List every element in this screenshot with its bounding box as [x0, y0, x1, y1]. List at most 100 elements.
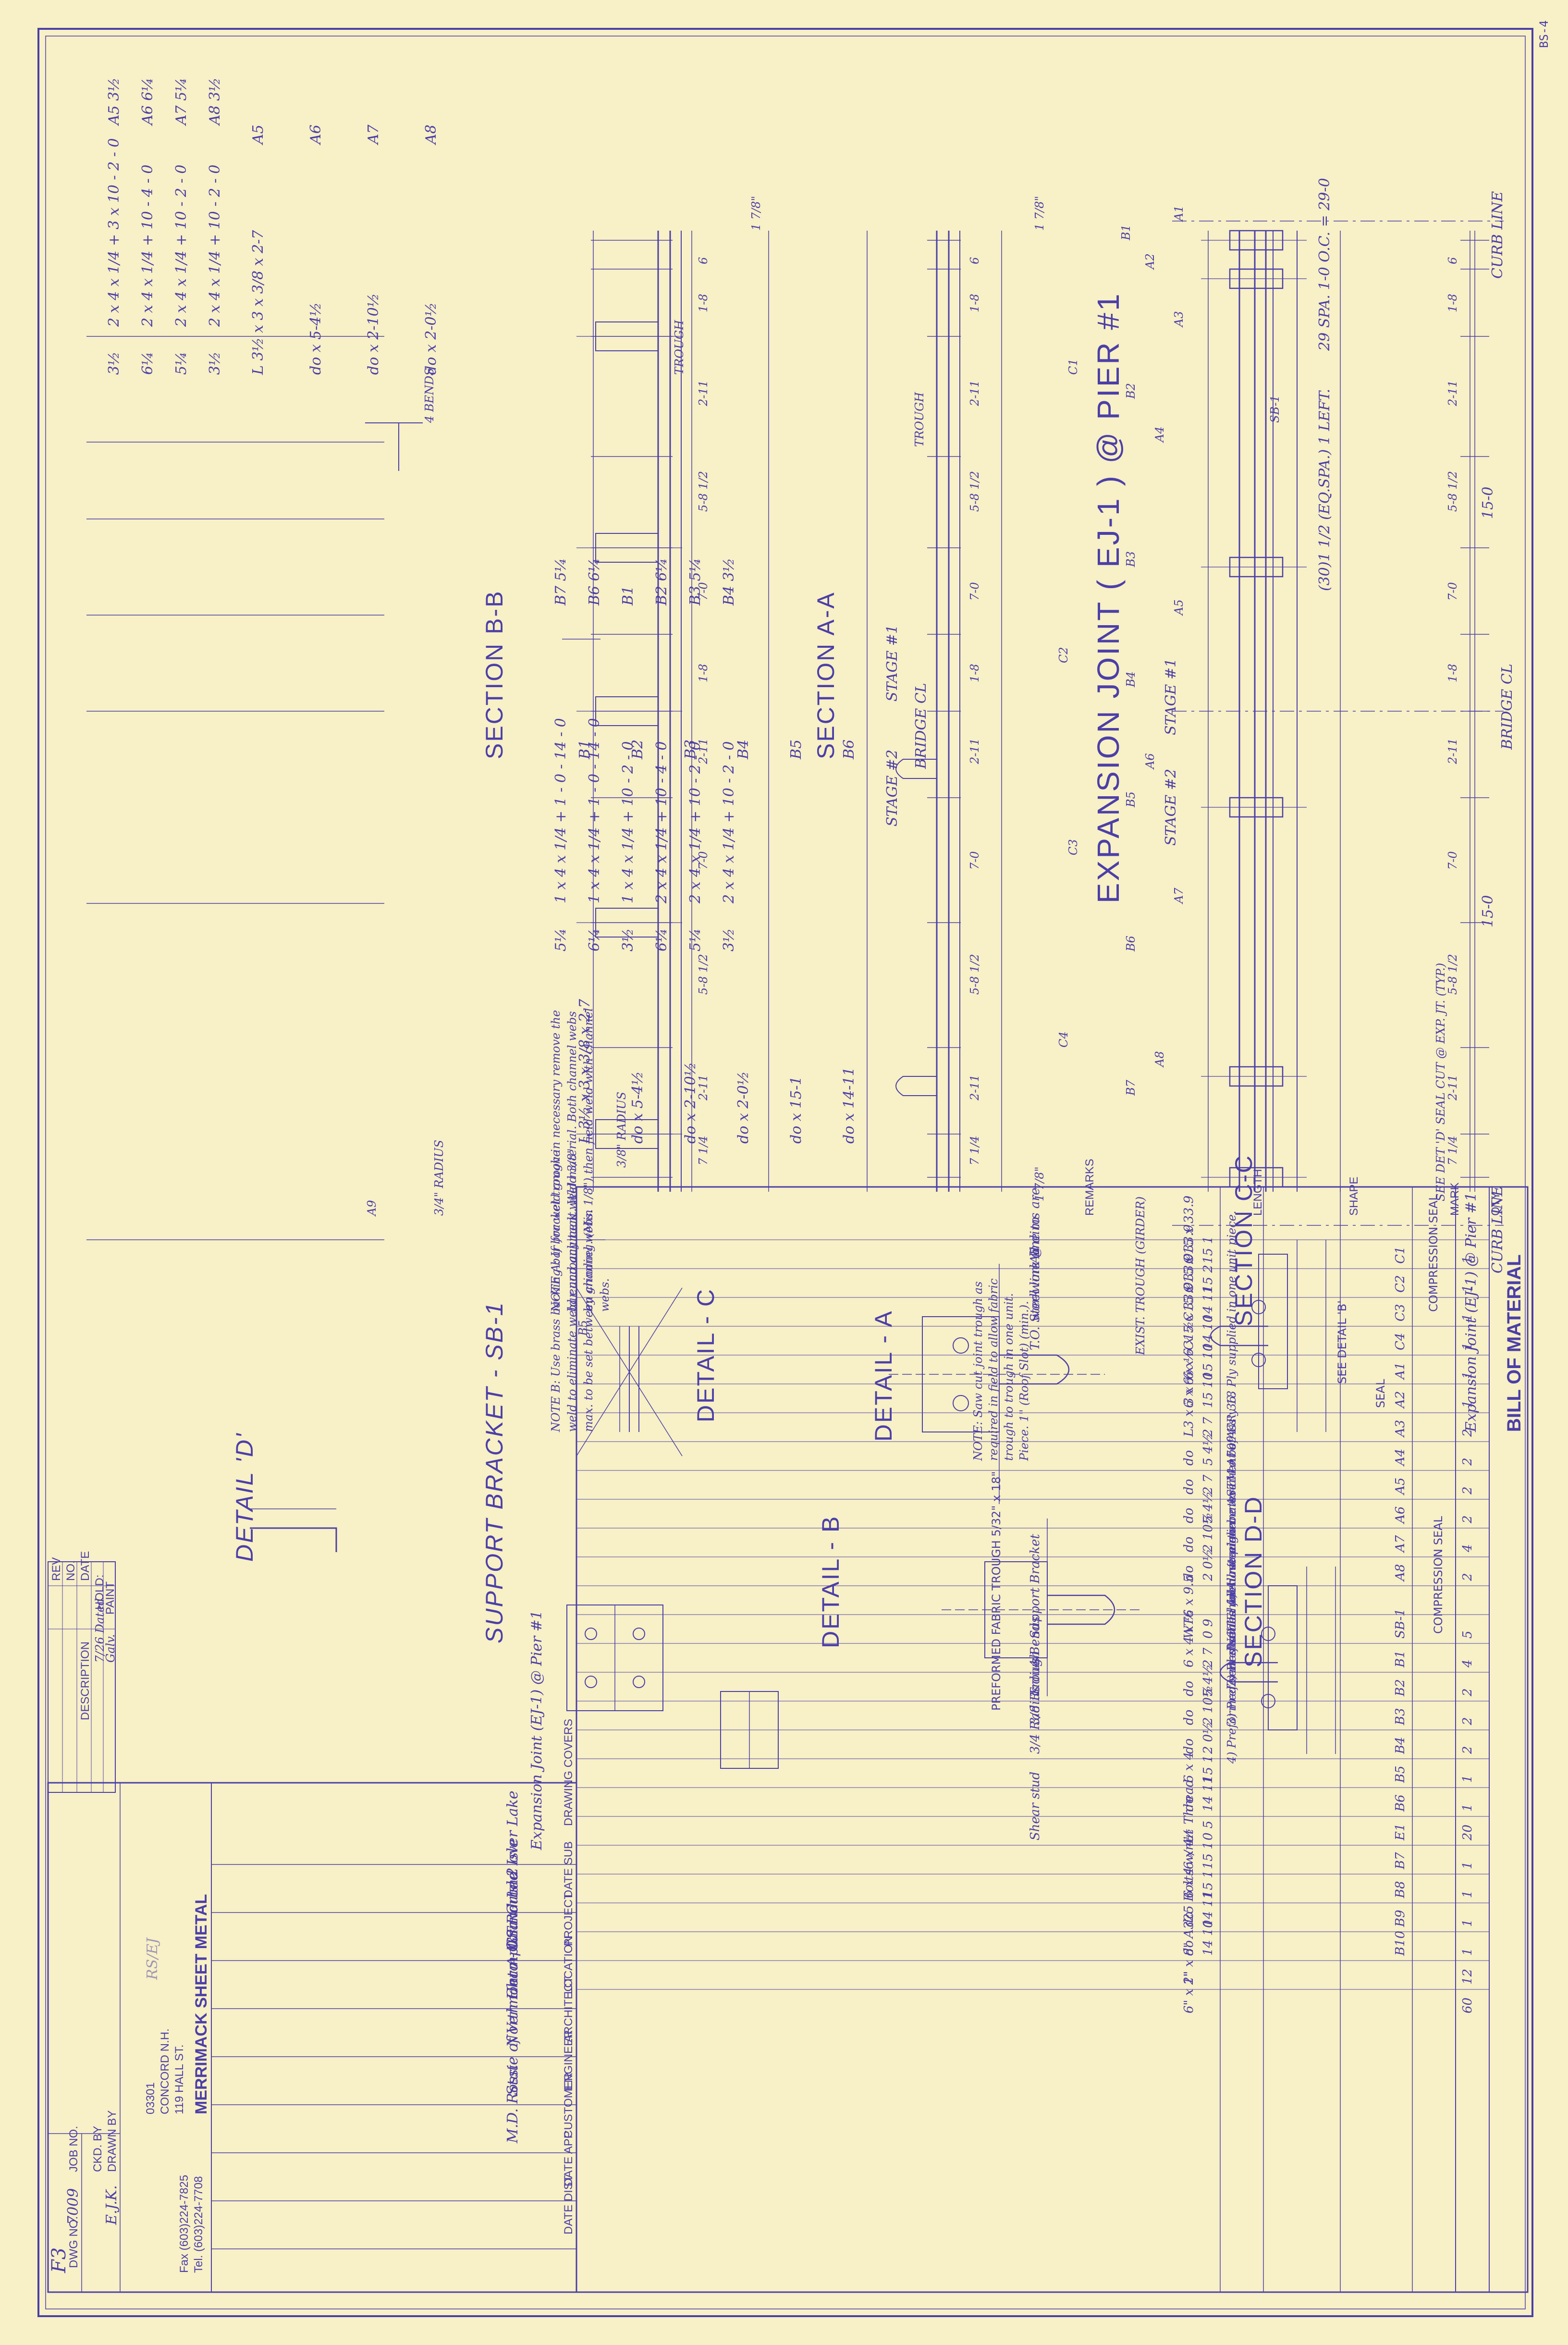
plan-dim-text: 5-8 1/2: [1446, 471, 1459, 512]
plan-mark-c2: C2: [1057, 647, 1070, 663]
bar-right-mark: B2 6¼: [653, 558, 670, 605]
plan-mark-a4: A4: [1153, 426, 1166, 442]
bom-header: MARK: [1448, 1182, 1461, 1216]
bar-rlist-mark: B3: [682, 739, 699, 759]
stage2-label: STAGE #2: [1163, 768, 1179, 846]
aa-dim-text: 5-8 1/2: [968, 471, 981, 512]
bom-section-label: Expansion Joint (EJ-1) @ Pier #1: [1463, 1192, 1480, 1432]
bom-cell: 12: [1460, 1968, 1475, 1985]
bar-row-mark: A5 3½: [106, 77, 122, 125]
bar-rlist-desc: do x 2-10½: [682, 1062, 699, 1144]
bom-cell: 2: [1460, 1515, 1475, 1523]
bar-rlist-mark: B2: [629, 739, 646, 759]
plan-mark-c1: C1: [1066, 358, 1080, 375]
expansion-joint-plan: [1172, 221, 1504, 1226]
bom-cell: 1: [1460, 1919, 1475, 1927]
bar-row-end: 3½: [207, 351, 223, 375]
bb-dim-text: 1-8: [697, 294, 710, 312]
plan-mark-a8: A8: [1153, 1051, 1166, 1067]
plan-mark-sb-1: SB-1: [1268, 395, 1282, 423]
plan-mark-a6: A6: [1143, 753, 1157, 769]
compression-seal-dd: COMPRESSION SEAL: [1432, 1516, 1445, 1634]
aa-dim-text: 6: [968, 257, 981, 264]
bom-header: QTY: [1489, 1192, 1502, 1216]
bb-dim-text: 1-8: [697, 664, 710, 682]
bom-cell: 1: [1460, 1313, 1475, 1321]
bom-cell: 15 1: [1201, 1236, 1215, 1264]
bom-cell: A6: [1393, 1506, 1408, 1523]
bar-row-end: 6¼: [139, 351, 156, 375]
plan-mark-b4: B4: [1124, 671, 1138, 687]
bom-cell: 15 10: [1201, 1372, 1215, 1408]
plan-dim-text: 7 1/4: [1446, 1135, 1459, 1165]
plan-mark-a3: A3: [1172, 311, 1186, 327]
plan-dim-text: 7-0: [1446, 582, 1459, 601]
bom-cell: B10: [1393, 1930, 1408, 1956]
aa-dim-text: 2-11: [968, 738, 981, 764]
bom-cell: 4: [1460, 1659, 1475, 1667]
plan-mark-c3: C3: [1066, 839, 1080, 855]
address1: 119 HALL ST.: [173, 2044, 186, 2114]
bar-rlist-mark: B1: [576, 739, 593, 759]
detail-drawings: [250, 1240, 1336, 1769]
plan-mark-a1: A1: [1172, 205, 1186, 221]
bar-row-mark: A8 3½: [207, 77, 223, 125]
paint-value: Galv.: [104, 1634, 117, 1663]
drawing-covers: Expansion Joint (EJ-1) @ Pier #1: [528, 1610, 545, 1850]
drawn-by: E.J.K.: [103, 2185, 120, 2225]
drawing-covers-label: DRAWING COVERS: [562, 1718, 575, 1826]
bom-cell: 1: [1460, 1890, 1475, 1898]
bridge-cl-label: BRIDGE CL: [1499, 664, 1516, 750]
bom-title: BILL OF MATERIAL: [1504, 1254, 1525, 1432]
bom-cell: 1: [1460, 1861, 1475, 1869]
aa-dim-178: 1 7/8": [1033, 196, 1046, 231]
plan-mark-b6: B6: [1124, 936, 1138, 951]
detail-b-title: DETAIL - B: [817, 1515, 844, 1648]
bar-rlist-desc: do x 14-11: [841, 1067, 858, 1144]
date-dist-label: DATE DIST: [562, 2175, 575, 2234]
curb-line-top: CURB LINE: [1489, 191, 1506, 279]
aa-dim-text: 7 1/4: [968, 1135, 981, 1165]
bom-cell: B1: [1393, 1650, 1408, 1667]
bar-right-desc: 2 x 4 x 1/4 + 10 - 2 - 0: [721, 741, 737, 903]
no-label: NO.: [64, 1560, 77, 1581]
bom-cell: 6 x 4: [1182, 1752, 1196, 1783]
bom-cell: 1: [1460, 1342, 1475, 1350]
bar-list-mark: A5: [250, 124, 267, 144]
description-label: DESCRIPTION: [79, 1641, 92, 1720]
bom-cell: do: [1182, 1709, 1196, 1725]
handwritten-note: RS/EJ: [144, 1938, 161, 1980]
see-det-d-note: SEE DET 'D' SEAL CUT @ EXP. JT. (TYP.): [1434, 963, 1447, 1201]
aa-dim-text: 5-8 1/2: [968, 954, 981, 995]
plan-mark-b2: B2: [1124, 383, 1138, 399]
bb-dim-text: 5-8 1/2: [697, 471, 710, 512]
plan-dim-text: 5-8 1/2: [1446, 954, 1459, 995]
plan-dim-text: 6: [1446, 257, 1459, 264]
bom-cell: B8: [1393, 1881, 1408, 1898]
bom-header: SHAPE: [1348, 1176, 1360, 1216]
bom-cell: do: [1182, 1507, 1196, 1523]
bom-cell: 20: [1460, 1824, 1475, 1840]
dim-15-0-a: 15-0: [1480, 486, 1496, 519]
bar-right-end: 5¼: [552, 928, 569, 951]
company-name: MERRIMACK SHEET METAL: [192, 1894, 210, 2114]
bom-cell: 1: [1460, 1371, 1475, 1379]
main-title: EXPANSION JOINT ( EJ-1 ) @ PIER #1: [1091, 292, 1126, 903]
bom-cell: L3 x 3 x ⅝: [1182, 1370, 1196, 1437]
compression-seal-cc: COMPRESSION SEAL: [1427, 1194, 1440, 1312]
bom-cell: C3: [1393, 1304, 1408, 1321]
support-bracket-title: SUPPORT BRACKET - SB-1: [481, 1301, 508, 1643]
corner-mark: BS-4: [1537, 20, 1551, 48]
spacing2-label: (30)1 1/2 (EQ.SPA.) 1 LEFT.: [1316, 388, 1333, 591]
note-a: NOTE: Saw cut joint trough as required i…: [971, 1278, 1031, 1461]
bom-cell: 0 5: [1201, 1820, 1215, 1840]
bom-header: LENGTH: [1251, 1169, 1264, 1216]
bom-cell: 1: [1460, 1803, 1475, 1812]
bom-cell: 2 0½: [1201, 1549, 1215, 1581]
bar-right-desc: 2 x 4 x 1/4 + 10 - 4 - 0: [653, 741, 670, 903]
plan-mark-b5: B5: [1124, 791, 1138, 807]
bar-right-end: 6¼: [586, 928, 603, 951]
spacing-label: 29 SPA. 1-0 O.C. = 29-0: [1316, 178, 1333, 351]
date-label: DATE: [79, 1551, 92, 1581]
bend-note: 3/8" RADIUS: [615, 1091, 628, 1168]
